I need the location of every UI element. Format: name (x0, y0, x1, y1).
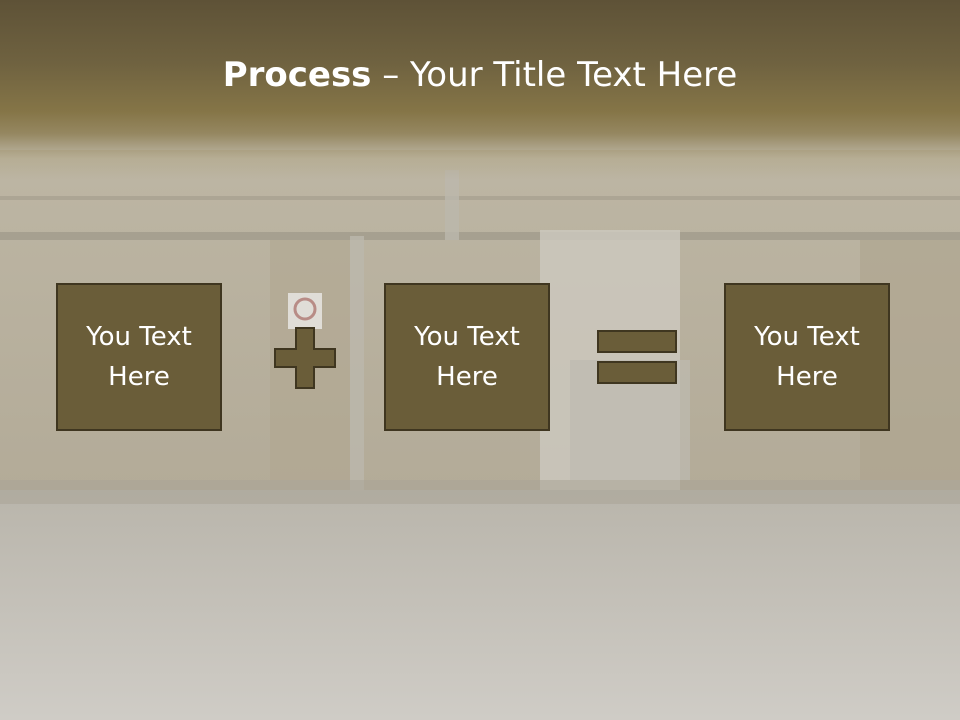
process-box-2[interactable]: You Text Here (384, 283, 550, 431)
plus-icon (274, 327, 336, 389)
process-box-1-label: You Text Here (86, 322, 192, 392)
equals-icon (597, 330, 677, 384)
title-bold-part: Process (222, 55, 372, 95)
process-box-3-label: You Text Here (754, 322, 860, 392)
title-rest: – Your Title Text Here (371, 55, 738, 95)
slide-title: Process – Your Title Text Here (0, 50, 960, 100)
process-box-3[interactable]: You Text Here (724, 283, 890, 431)
title-band (0, 0, 960, 180)
process-box-1[interactable]: You Text Here (56, 283, 222, 431)
process-box-2-label: You Text Here (414, 322, 520, 392)
